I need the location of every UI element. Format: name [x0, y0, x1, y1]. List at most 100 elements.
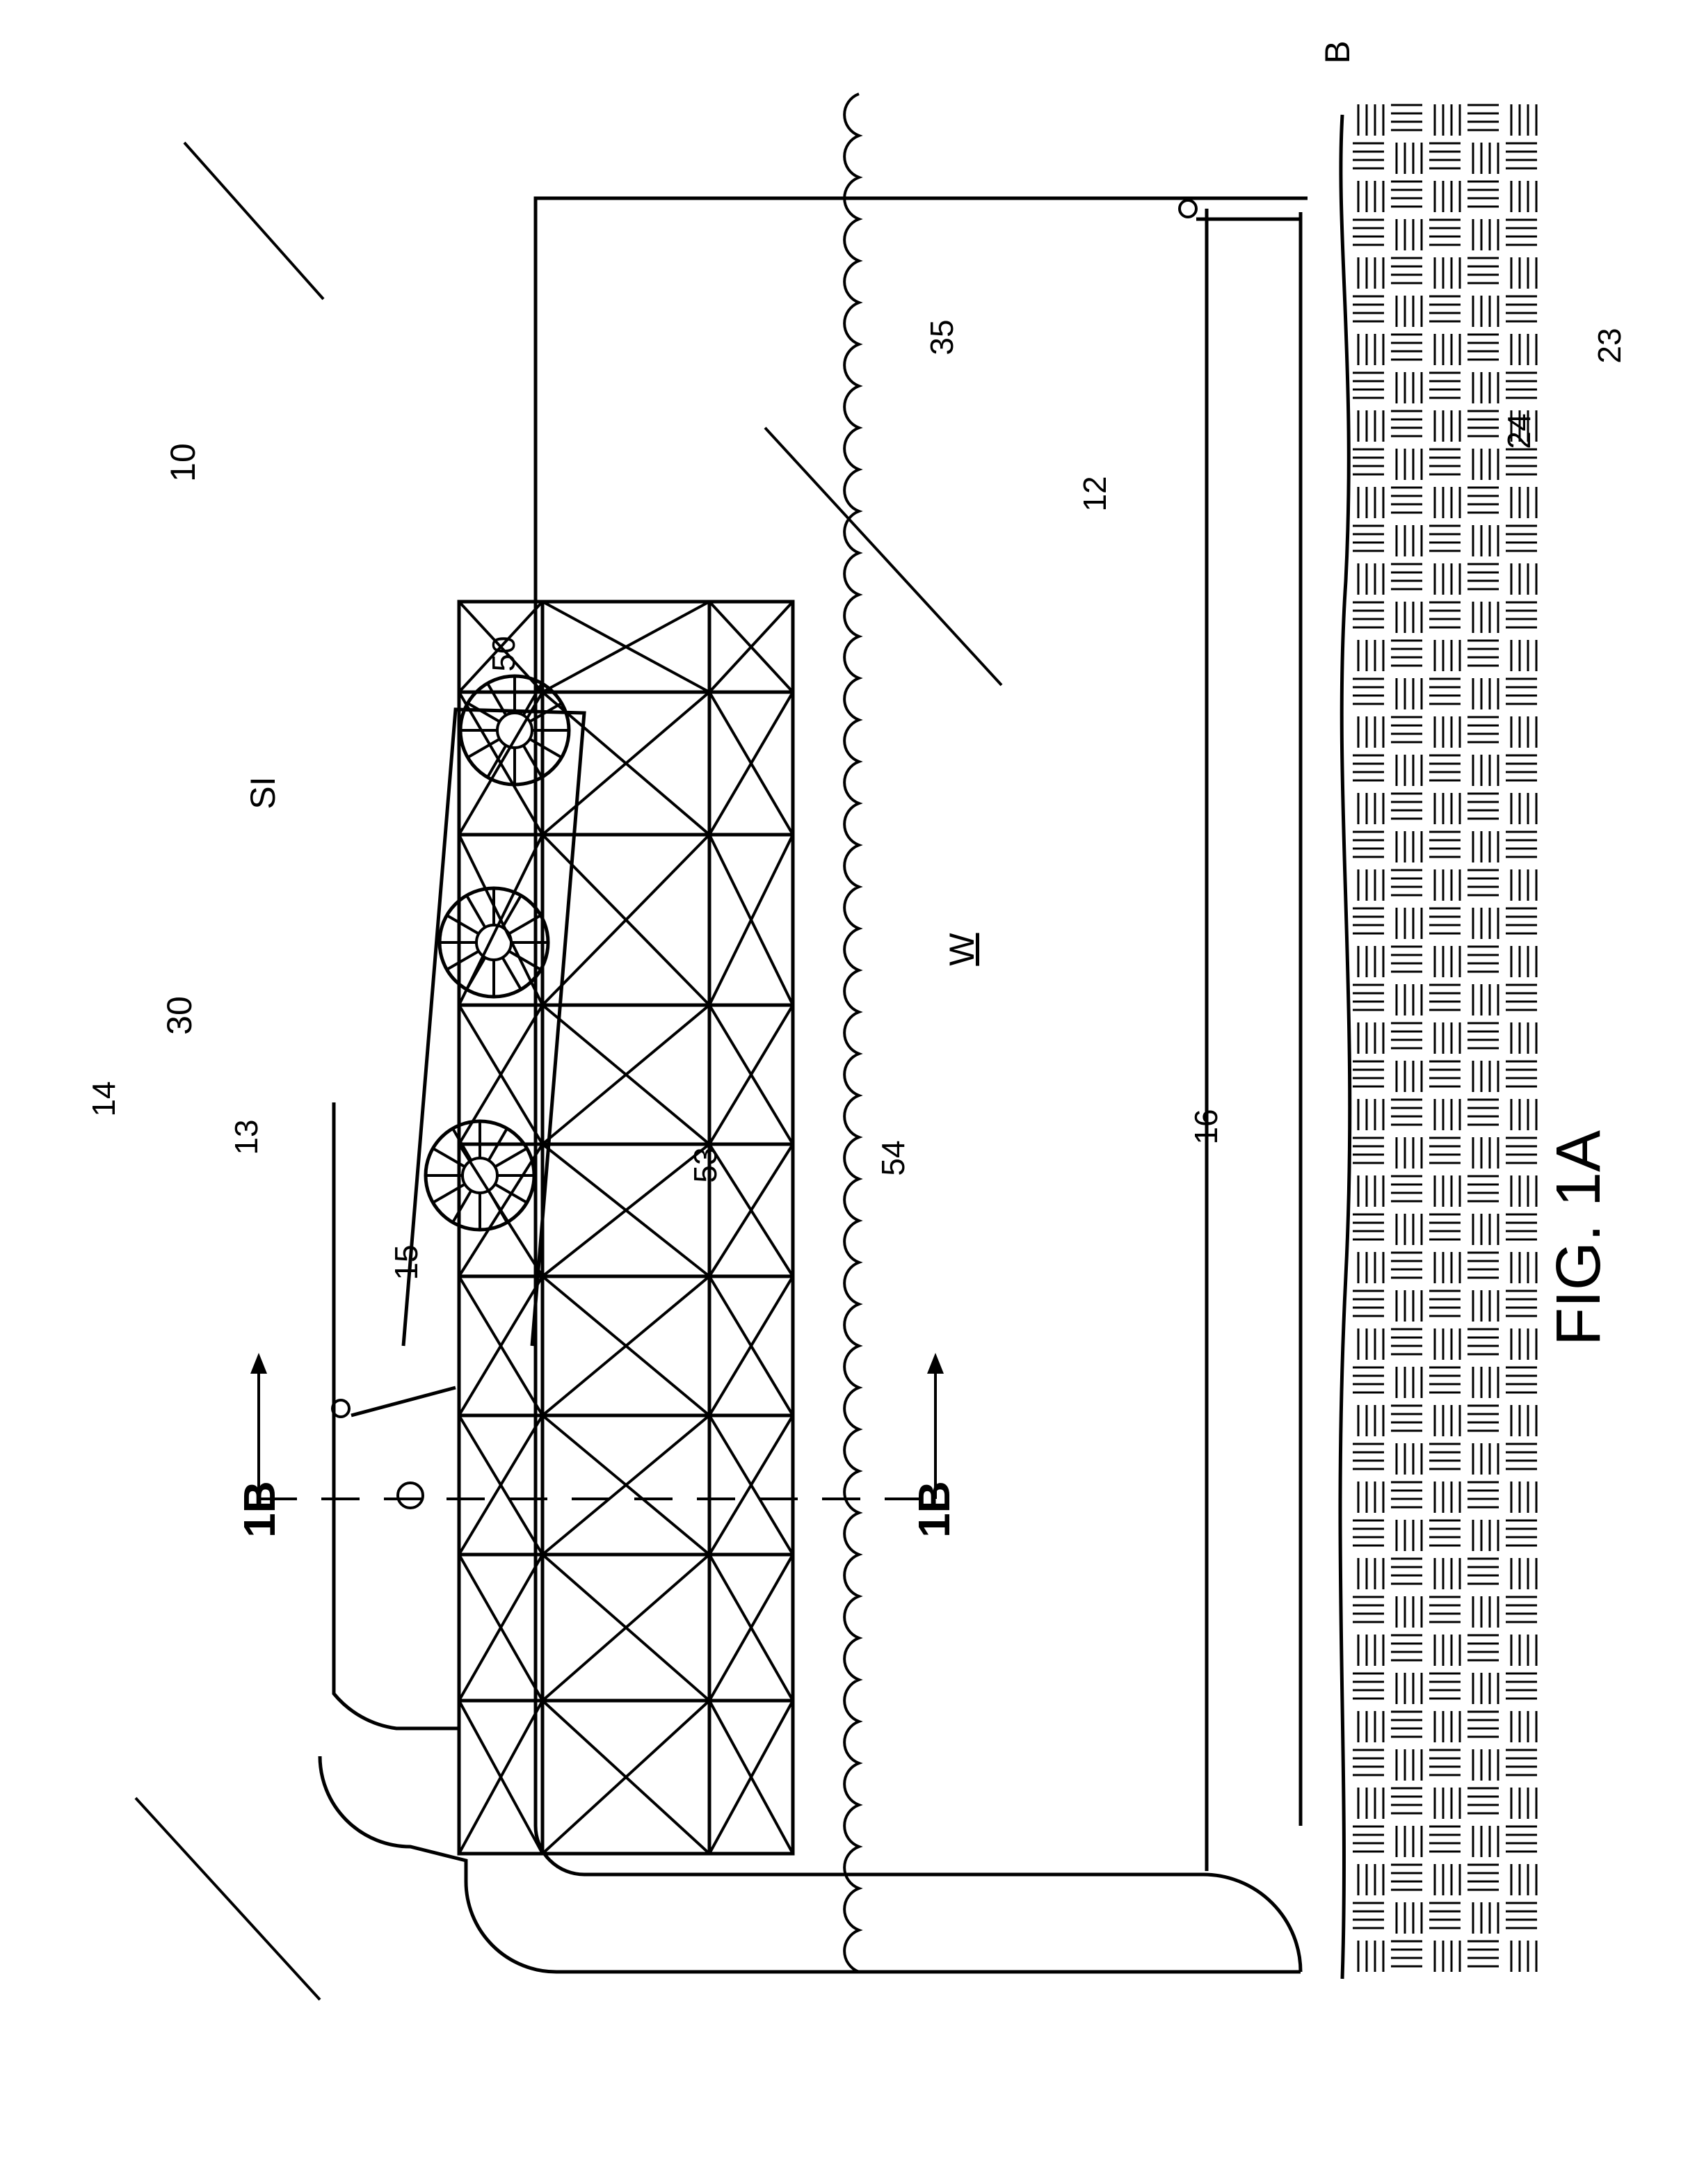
hatch-cell: [1435, 1022, 1460, 1054]
hatch-cell: [1358, 181, 1383, 212]
hatch-cell: [1435, 1252, 1460, 1283]
hatch-cell: [1429, 449, 1461, 474]
hatch-cell: [1391, 258, 1422, 283]
hatch-cell: [1397, 1367, 1422, 1398]
hatch-cell: [1511, 1558, 1536, 1589]
hatch-cell: [1467, 335, 1499, 360]
hatch-cell: [1511, 1635, 1536, 1666]
hatch-cell: [1358, 410, 1383, 442]
section-marker-right: 1B: [909, 1481, 959, 1538]
hatch-cell: [1435, 487, 1460, 518]
hatch-cell: [1467, 1482, 1499, 1507]
hatch-cell: [1391, 1635, 1422, 1660]
figure-caption: FIG. 1A: [1544, 1130, 1614, 1346]
hatch-cell: [1358, 1558, 1383, 1589]
fan-module-frame: [403, 709, 584, 1346]
hatch-cell: [1358, 1788, 1383, 1819]
hatch-cell: [1473, 1137, 1498, 1169]
hatch-cell: [1506, 220, 1537, 245]
hatch-cell: [1397, 219, 1422, 250]
hatch-cell: [1358, 104, 1383, 136]
hatch-cell: [1391, 182, 1422, 207]
hatch-cell: [1511, 487, 1536, 518]
ref-54-top: 54: [875, 1140, 911, 1175]
hatch-cell: [1429, 1291, 1461, 1316]
hatch-cell: [1506, 832, 1537, 857]
hatch-cell: [1473, 678, 1498, 709]
hatch-cell: [1429, 1597, 1461, 1622]
hatch-cell: [1473, 219, 1498, 250]
hatch-cell: [1397, 1443, 1422, 1475]
hatch-cell: [1506, 1291, 1537, 1316]
hatch-cell: [1511, 1328, 1536, 1360]
hatch-cell: [1506, 1061, 1537, 1086]
hatch-cell: [1467, 411, 1499, 436]
hatch-cell: [1511, 1405, 1536, 1436]
ref-15: 15: [388, 1244, 424, 1280]
hatch-cell: [1435, 1711, 1460, 1742]
hatch-cell: [1506, 1367, 1537, 1392]
hatch-cell: [1467, 717, 1499, 742]
hatch-cell: [1435, 334, 1460, 365]
hatch-cell: [1435, 1328, 1460, 1360]
hatch-cell: [1473, 755, 1498, 786]
hatch-cell: [1435, 716, 1460, 748]
hatch-cell: [1429, 1444, 1461, 1469]
hatch-cell: [1429, 755, 1461, 780]
hatch-cell: [1391, 105, 1422, 130]
hatch-cell: [1435, 640, 1460, 671]
section-marker-left: 1B: [234, 1481, 284, 1538]
hatch-cell: [1467, 794, 1499, 819]
hatch-cell: [1391, 717, 1422, 742]
pipeline-outer-wall: [320, 1756, 1301, 1972]
hatch-cell: [1467, 1329, 1499, 1354]
hatch-cell: [1397, 831, 1422, 862]
hatch-cell: [1391, 1482, 1422, 1507]
hatch-cell: [1506, 1138, 1537, 1163]
hatch-cell: [1429, 1214, 1461, 1239]
water-label: W: [942, 933, 981, 966]
hatch-cell: [1353, 1673, 1384, 1699]
fan-icon: [460, 676, 569, 785]
hatch-cell: [1435, 257, 1460, 289]
hatch-cell: [1467, 182, 1499, 207]
ref-30: 30: [160, 996, 199, 1035]
hatch-cell: [1511, 946, 1536, 977]
hatch-cell: [1506, 143, 1537, 168]
hatch-cell: [1429, 679, 1461, 704]
hatch-cell: [1358, 1405, 1383, 1436]
hatch-cell: [1473, 1749, 1498, 1781]
hatch-cell: [1353, 220, 1384, 245]
hatch-cell: [1473, 908, 1498, 939]
hatch-cell: [1353, 908, 1384, 933]
hatch-cell: [1435, 1482, 1460, 1513]
hatch-cell: [1397, 1520, 1422, 1551]
hatch-cell: [1506, 908, 1537, 933]
hatch-cell: [1397, 1290, 1422, 1322]
hatch-cell: [1397, 1826, 1422, 1857]
hatch-cell: [1391, 1023, 1422, 1048]
hatch-cell: [1435, 104, 1460, 136]
pipeline-outer-bend: [1203, 1874, 1301, 1972]
hatch-cell: [1473, 1367, 1498, 1398]
hatch-cell: [1435, 1864, 1460, 1895]
hatch-cell: [1358, 716, 1383, 748]
barge-truss: [459, 602, 793, 1854]
hatch-cell: [1391, 1406, 1422, 1431]
hatch-cell: [1467, 1635, 1499, 1660]
hatch-cell: [1358, 487, 1383, 518]
ref-50: 50: [485, 636, 522, 671]
hatch-cell: [1506, 755, 1537, 780]
hatch-cell: [1397, 1214, 1422, 1245]
hatch-cell: [1511, 257, 1536, 289]
hatch-cell: [1473, 1596, 1498, 1628]
hatch-cell: [1358, 1328, 1383, 1360]
hatch-cell: [1429, 1826, 1461, 1852]
port-45: [398, 1483, 423, 1508]
hatch-cell: [1391, 947, 1422, 972]
section-arrowhead-left: [250, 1353, 267, 1374]
hatch-cell: [1358, 640, 1383, 671]
pipeline-inner-wall: [536, 198, 1203, 1874]
hatch-cell: [1391, 641, 1422, 666]
hatch-cell: [1467, 1712, 1499, 1737]
